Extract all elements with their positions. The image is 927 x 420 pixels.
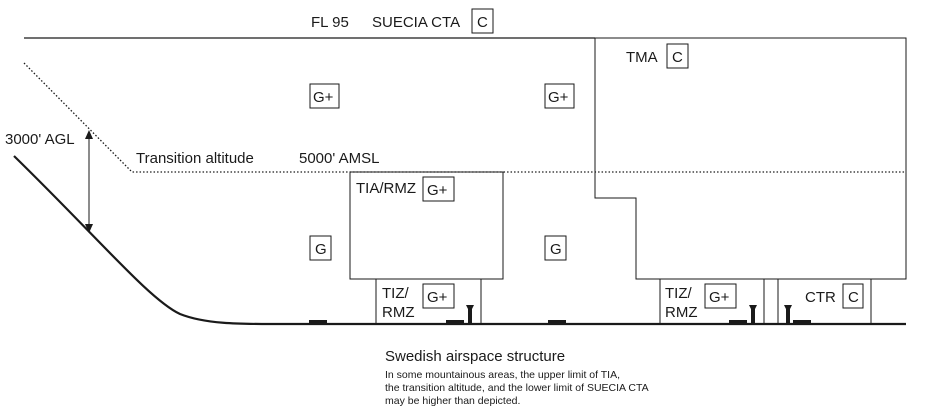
cta-class-badge [471, 8, 494, 34]
caption-line-3: may be higher than depicted. [385, 395, 520, 407]
suecia-cta-label: SUECIA CTA [372, 14, 460, 31]
g-plus-label-right: G+ [548, 89, 569, 106]
ground-profile [13, 155, 906, 326]
g-plus-badge-right [544, 83, 575, 109]
tiz-right-line2: RMZ [665, 304, 698, 321]
control-tower-icon [749, 305, 757, 323]
transition-altitude-label: Transition altitude [136, 150, 254, 167]
tiz-left-class-label: G+ [427, 289, 448, 306]
tma-class-label: C [672, 49, 683, 66]
airfield-runway-icon [548, 320, 566, 323]
tiz-left-line1: TIZ/ [382, 285, 409, 302]
agl-arrow-down-head [85, 224, 93, 233]
g-plus-label-left: G+ [313, 89, 334, 106]
airport-runway-icon [793, 320, 811, 323]
fl95-label: FL 95 [311, 14, 349, 31]
control-tower-icon [784, 305, 792, 323]
g-label-left: G [315, 241, 327, 258]
tiz-left-class-badge [422, 283, 455, 309]
caption-line-1: In some mountainous areas, the upper lim… [385, 369, 620, 381]
ctr-label: CTR [805, 289, 836, 306]
g-badge-left [309, 235, 332, 261]
tma-zone [594, 37, 907, 280]
tma-class-badge [666, 43, 689, 69]
tiz-left-line2: RMZ [382, 304, 415, 321]
agl-label: 3000' AGL [5, 131, 75, 148]
tia-class-badge [422, 176, 455, 202]
tia-label: TIA/RMZ [356, 180, 416, 197]
g-badge-right [544, 235, 567, 261]
agl-arrow-up-head [85, 130, 93, 139]
tiz-right-class-badge [704, 283, 737, 309]
cta-class-label: C [477, 14, 488, 31]
control-tower-icon [466, 305, 474, 323]
airport-runway-icon [446, 320, 464, 323]
ctr-zone [777, 278, 872, 325]
airfield-runway-icon [309, 320, 327, 323]
tiz-right-class-label: G+ [709, 289, 730, 306]
ctr-class-badge [842, 283, 864, 309]
g-plus-badge-left [309, 83, 340, 109]
tma-label: TMA [626, 49, 658, 66]
tiz-right-zone [659, 278, 765, 325]
g-label-right: G [550, 241, 562, 258]
ctr-class-label: C [848, 289, 859, 306]
caption-title: Swedish airspace structure [385, 348, 565, 365]
transition-altitude-line [23, 62, 906, 173]
tiz-left-zone [375, 278, 482, 325]
caption-line-2: the transition altitude, and the lower l… [385, 382, 649, 394]
tiz-right-line1: TIZ/ [665, 285, 692, 302]
airport-runway-icon [729, 320, 747, 323]
tia-class-label: G+ [427, 182, 448, 199]
amsl-label: 5000' AMSL [299, 150, 379, 167]
